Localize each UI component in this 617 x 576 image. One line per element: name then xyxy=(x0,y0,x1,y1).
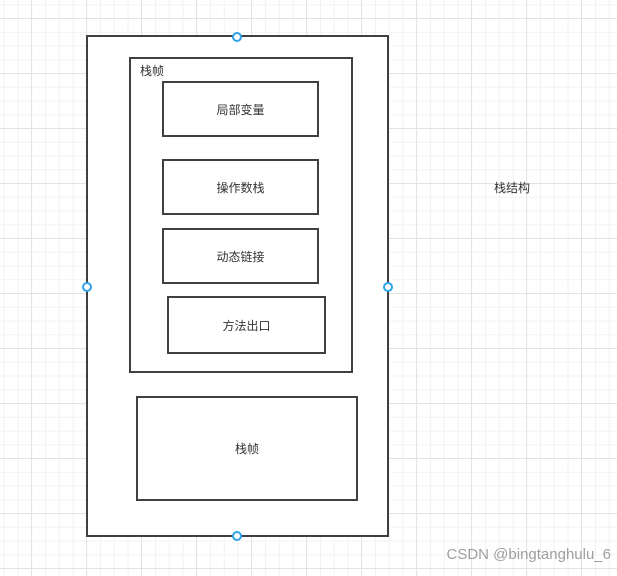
operand-stack-label: 操作数栈 xyxy=(216,180,265,195)
local-variables-label: 局部变量 xyxy=(216,102,265,117)
stack-frame-bottom-label: 栈帧 xyxy=(234,442,259,456)
stack-frame-bottom-shape[interactable]: 栈帧 xyxy=(136,396,358,501)
connection-handle-bottom-icon[interactable] xyxy=(232,531,242,541)
connection-handle-right-icon[interactable] xyxy=(383,282,393,292)
local-variables-box[interactable]: 局部变量 xyxy=(162,81,319,137)
stack-structure-label[interactable]: 栈结构 xyxy=(494,181,531,195)
connection-handle-left-icon[interactable] xyxy=(82,282,92,292)
method-exit-box[interactable]: 方法出口 xyxy=(167,296,326,354)
dynamic-linking-label: 动态链接 xyxy=(216,249,265,264)
dynamic-linking-box[interactable]: 动态链接 xyxy=(162,228,319,284)
watermark-text: CSDN @bingtanghulu_6 xyxy=(446,546,612,563)
method-exit-label: 方法出口 xyxy=(222,318,271,333)
operand-stack-box[interactable]: 操作数栈 xyxy=(162,159,319,215)
stack-frame-top-label: 栈帧 xyxy=(140,64,165,78)
connection-handle-top-icon[interactable] xyxy=(232,32,242,42)
